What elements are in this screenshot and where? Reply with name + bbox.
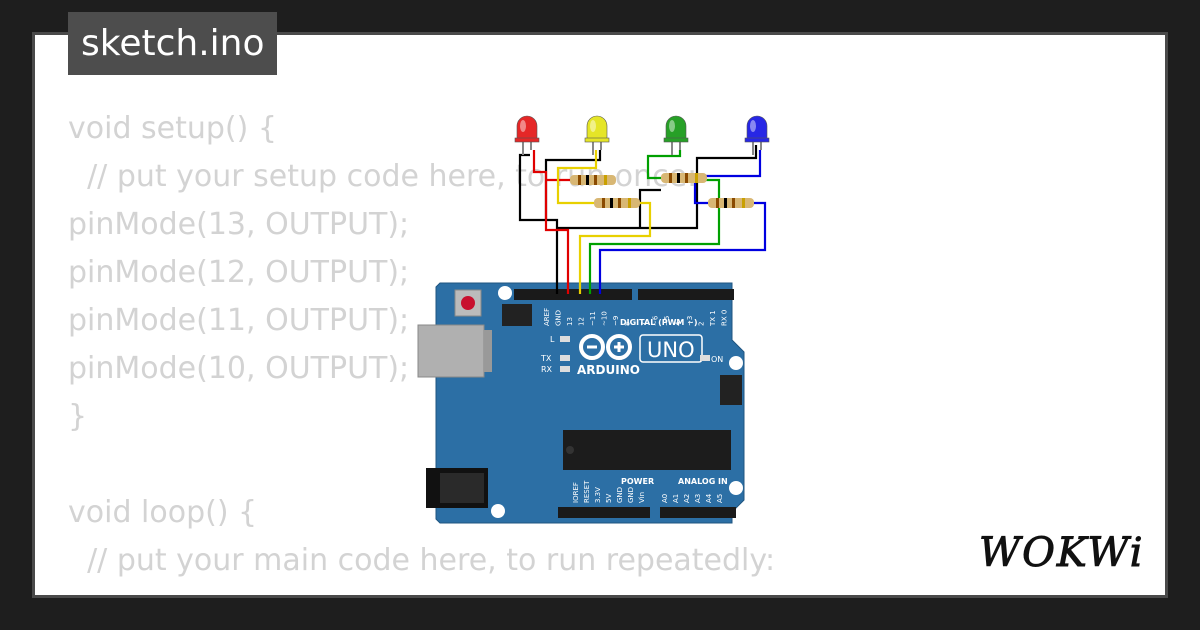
leds [514, 115, 770, 155]
digital-pin-label: ~10 [601, 311, 609, 326]
power-pin-label: GND [627, 487, 635, 503]
analog-header [660, 507, 736, 518]
tx-label: TX [540, 354, 552, 363]
led-3[interactable] [663, 115, 689, 155]
wire-11 [588, 150, 721, 294]
wokwi-logo[interactable]: WOKWi [977, 528, 1152, 578]
resistor-2[interactable] [594, 198, 640, 208]
l-label: L [550, 335, 555, 344]
mount-hole [491, 504, 505, 518]
analog-pin-label: A3 [694, 494, 702, 503]
analog-pin-label: A0 [661, 494, 669, 503]
code-line: // put your main code here, to run repea… [68, 543, 776, 578]
code-line: // put your setup code here, to run once… [68, 159, 698, 194]
digital-pin-label: 7 [640, 322, 648, 326]
analog-pin-label: A4 [705, 493, 713, 503]
digital-pin-label: GND [555, 310, 563, 326]
arduino-uno-board[interactable]: UNO ARDUINO DIGITAL (PWM ~) POWER ANALOG… [417, 282, 745, 524]
led-4[interactable] [744, 115, 770, 155]
power-pin-label: RESET [583, 480, 591, 503]
digital-pin-label: ~5 [663, 316, 671, 326]
code-editor[interactable]: void setup() { // put your setup code he… [68, 105, 775, 595]
digital-pin-label: TX 1 [709, 310, 717, 327]
analog-label: ANALOG IN [678, 477, 728, 486]
power-pin-label: 3.3V [594, 487, 602, 503]
digital-pin-label: ~3 [686, 316, 694, 326]
code-line: } [68, 399, 88, 434]
resistor-4[interactable] [708, 198, 754, 208]
uno-badge [639, 334, 703, 363]
atmega-chip [563, 430, 731, 470]
rx-label: RX [541, 365, 553, 374]
resistor-1[interactable] [570, 175, 616, 185]
led-2[interactable] [584, 115, 610, 155]
digital-pin-label: 12 [578, 317, 586, 326]
resistor-3[interactable] [661, 173, 707, 183]
l-led [560, 336, 570, 342]
code-line: void loop() { [68, 495, 258, 530]
file-tab[interactable]: sketch.ino [68, 12, 278, 75]
digital-pin-label: AREF [543, 308, 551, 326]
power-pin-label: 5V [605, 494, 613, 503]
usb-port [417, 324, 485, 378]
power-pin-label: GND [616, 487, 624, 503]
led-1[interactable] [514, 115, 540, 155]
digital-pin-label: 2 [698, 322, 706, 326]
chip-notch [566, 446, 574, 454]
mount-hole [729, 481, 743, 495]
resistors [570, 173, 754, 208]
wokwi-logo-text: WOKWi [979, 530, 1145, 576]
icsp-header-2 [720, 375, 742, 405]
icsp-header [502, 304, 532, 326]
digital-pin-label: ~6 [652, 315, 660, 326]
power-jack-inner [440, 473, 484, 503]
wires [518, 145, 767, 294]
digital-label: DIGITAL (PWM ~) [620, 318, 698, 327]
power-pin-label: IOREF [572, 482, 580, 503]
code-line: pinMode(12, OUTPUT); [68, 255, 410, 290]
digital-pin-label: RX 0 [721, 310, 729, 326]
usb-port-edge [484, 330, 492, 372]
mount-hole [729, 356, 743, 370]
digital-header-right [638, 289, 734, 300]
digital-pin-label: 4 [675, 321, 683, 326]
code-line: void setup() { [68, 111, 277, 146]
on-led [700, 355, 710, 361]
mount-hole [498, 286, 512, 300]
digital-pin-label: 13 [566, 317, 574, 326]
code-line: pinMode(11, OUTPUT); [68, 303, 410, 338]
analog-pin-label: A2 [683, 494, 691, 503]
wire-10 [598, 150, 767, 294]
analog-pin-label: A5 [716, 494, 724, 503]
power-label: POWER [621, 477, 654, 486]
arduino-logo-icon [579, 334, 632, 360]
tx-led [560, 355, 570, 361]
digital-pin-label: ~11 [589, 311, 597, 326]
code-line: pinMode(10, OUTPUT); [68, 351, 410, 386]
power-pin-label: Vin [638, 492, 646, 503]
code-line: digitalWrite(13, HIGH); [68, 585, 775, 595]
on-label: ON [711, 355, 723, 364]
digital-pin-label: 8 [624, 322, 632, 326]
analog-pin-label: A1 [672, 494, 680, 503]
power-header [558, 507, 650, 518]
board-model: UNO [647, 338, 695, 362]
digital-pin-label: ~9 [612, 316, 620, 326]
digital-header-left [514, 289, 632, 300]
code-line: pinMode(13, OUTPUT); [68, 207, 410, 242]
board-brand: ARDUINO [577, 363, 640, 377]
wire-12 [556, 150, 652, 294]
wire-gnd [518, 145, 758, 294]
reset-button-cap[interactable] [461, 296, 475, 310]
rx-led [560, 366, 570, 372]
